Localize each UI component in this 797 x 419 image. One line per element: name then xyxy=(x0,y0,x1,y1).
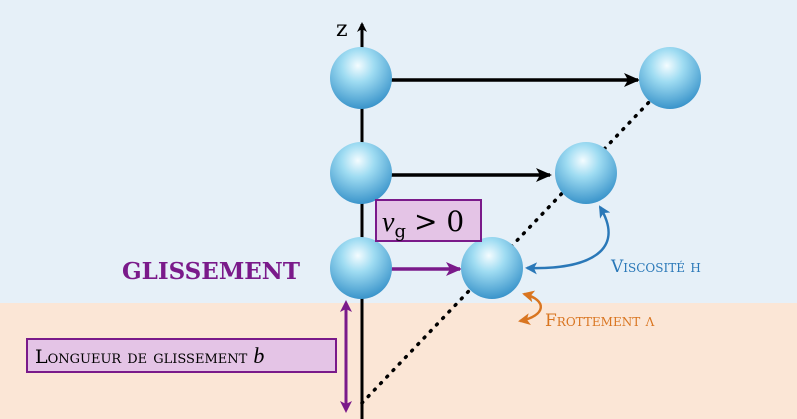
slip-velocity-sub: g xyxy=(394,221,406,242)
slip-length-var: b xyxy=(253,343,264,368)
particle-wall-bottom xyxy=(330,237,392,299)
particle-moving-top xyxy=(639,47,701,109)
slip-length-label: Longueur de glissement b xyxy=(35,343,264,368)
glissement-label: GLISSEMENT xyxy=(122,258,300,285)
slip-velocity-var: v xyxy=(382,207,395,238)
slip-velocity-relation: > 0 xyxy=(414,205,464,238)
viscosity-label: Viscosité η xyxy=(610,257,701,277)
z-axis-label: z xyxy=(336,17,348,42)
particle-moving-bottom xyxy=(461,237,523,299)
particle-moving-middle xyxy=(555,142,617,204)
particle-wall-middle xyxy=(330,142,392,204)
friction-label: Frottement λ xyxy=(545,311,655,331)
slip-velocity-label: vg > 0 xyxy=(382,205,464,242)
particle-wall-top xyxy=(330,47,392,109)
slip-length-text: Longueur de glissement xyxy=(35,346,253,368)
